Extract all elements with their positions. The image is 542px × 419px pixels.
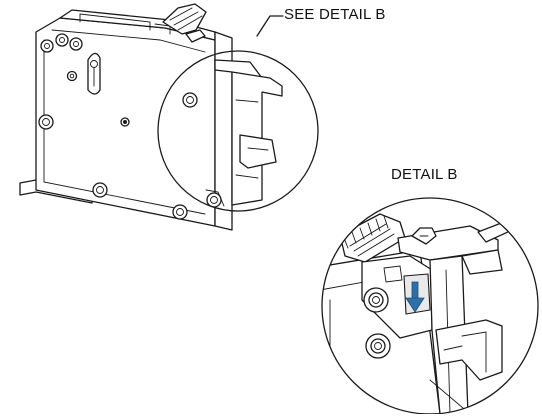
- keyhole-slot: [87, 52, 101, 95]
- detail-b-view: [322, 211, 535, 414]
- detail-b-marker-circle: [157, 50, 319, 212]
- rivet-bottom-right: [172, 204, 188, 220]
- detail-b-title: DETAIL B: [391, 166, 458, 183]
- rivet-bottom: [92, 182, 108, 198]
- see-detail-b-label: SEE DETAIL B: [284, 6, 386, 23]
- down-arrow-icon: [405, 281, 425, 313]
- breaker-handle: [162, 3, 207, 43]
- mounting-boss-top-left: [40, 33, 83, 53]
- terminal-clip: [205, 59, 283, 208]
- breaker-body: [19, 9, 233, 231]
- detail-boss-lower: [365, 333, 391, 359]
- detail-b-leader: [256, 15, 284, 37]
- rivet-left: [38, 114, 54, 130]
- detail-boss-upper: [363, 287, 389, 313]
- screw-hole: [66, 70, 78, 82]
- rivet-right: [182, 92, 198, 108]
